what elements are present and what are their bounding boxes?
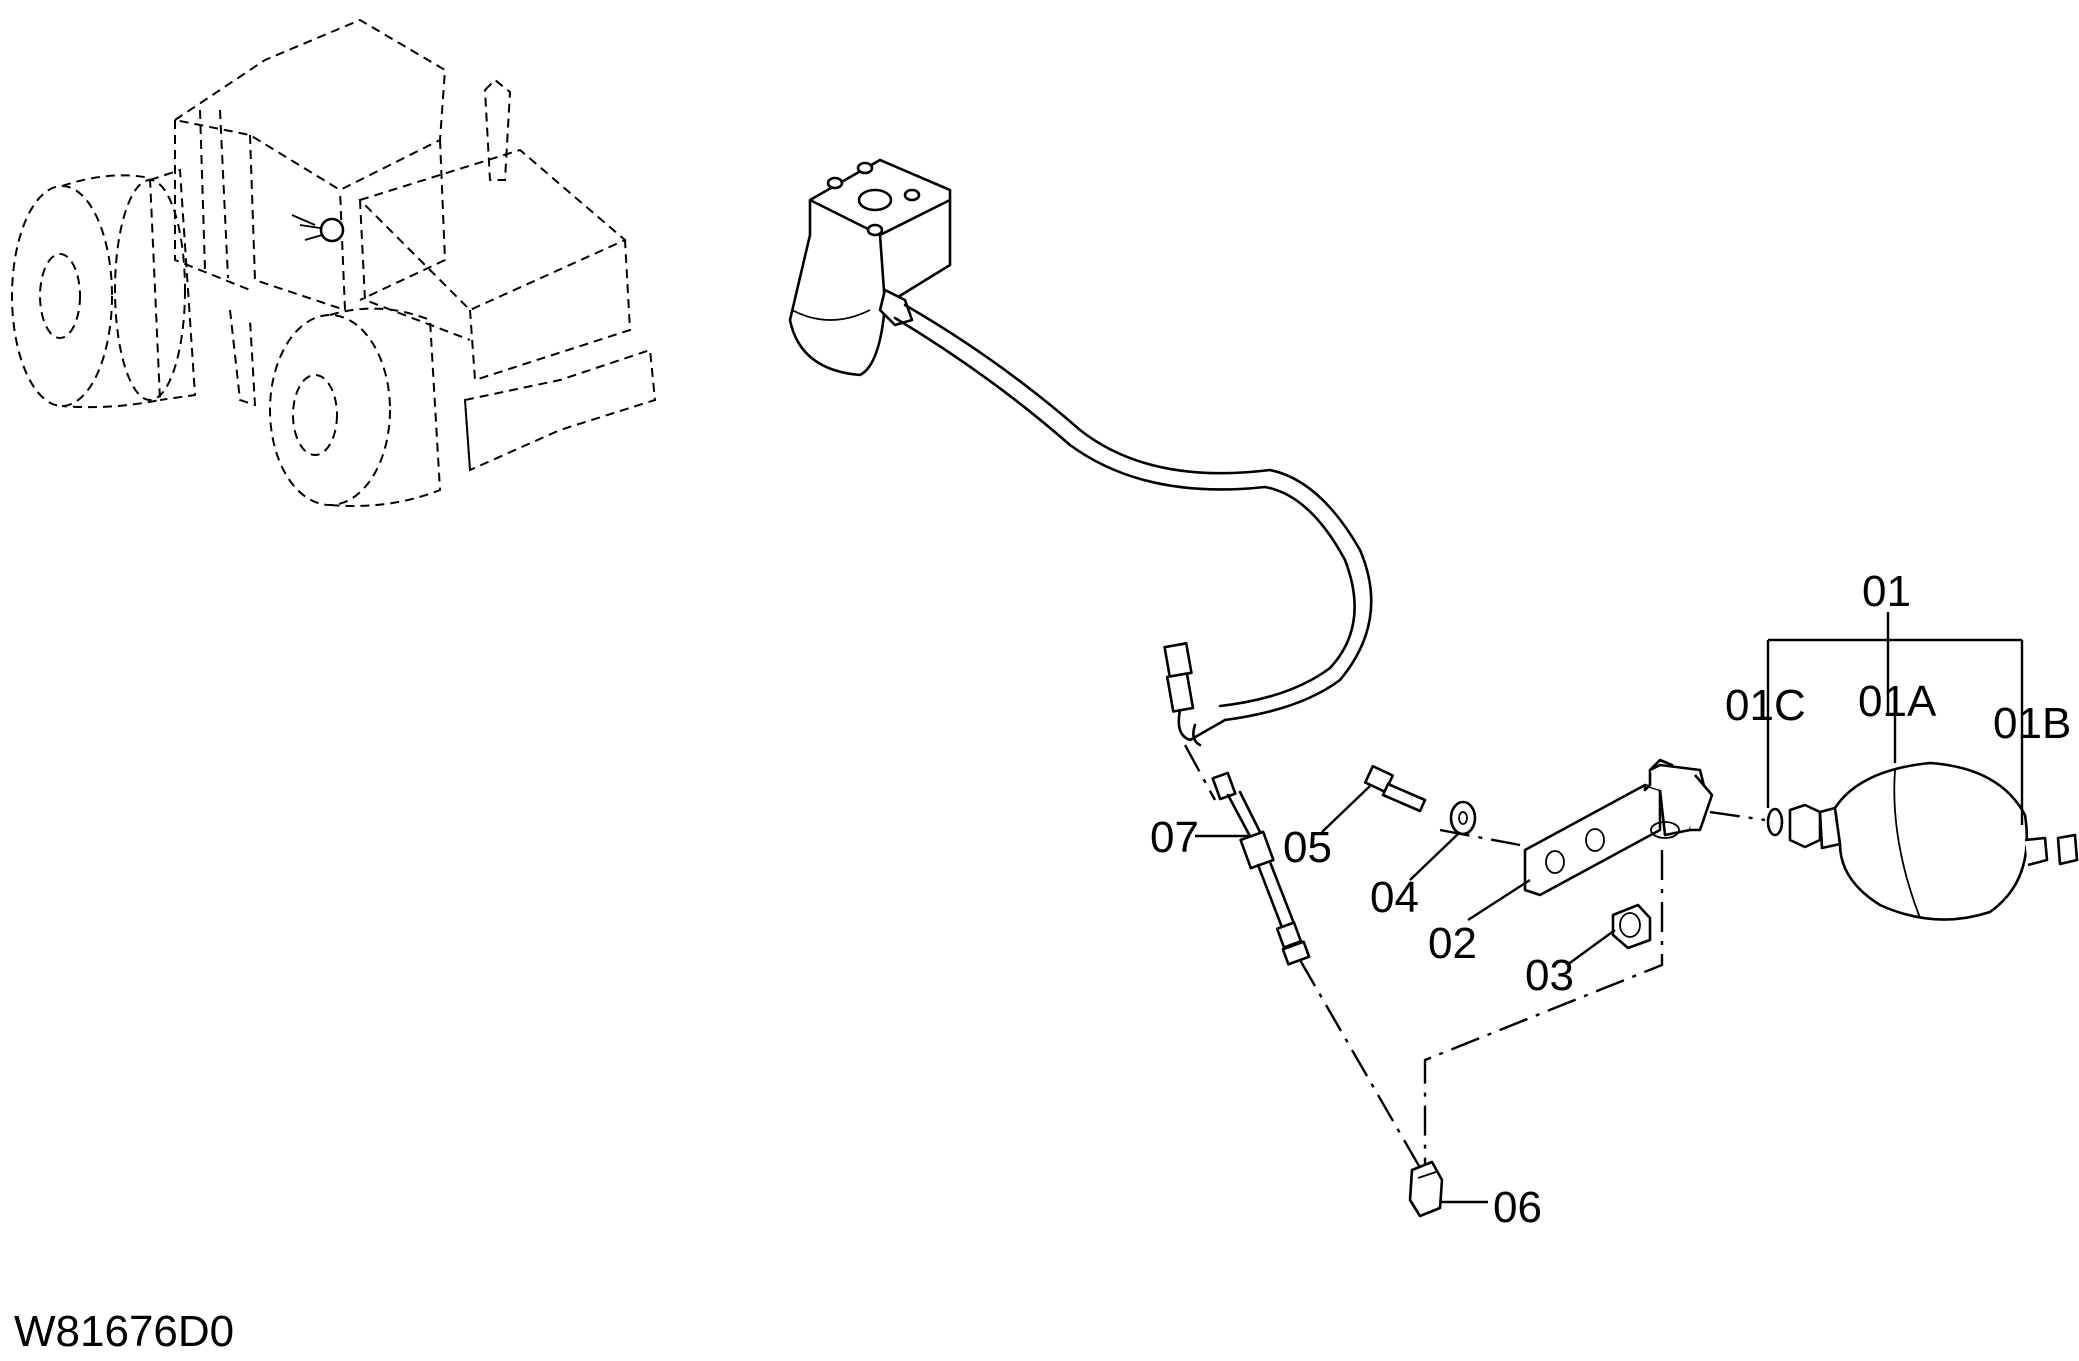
callout-07: 07 [1150,813,1199,862]
main-hose [893,303,1373,722]
machine-locator-sketch [11,18,657,507]
part-05-bolt [1363,764,1427,813]
part-04-washer [1449,800,1477,836]
part-07-hose [1211,771,1311,966]
callout-03: 03 [1525,951,1574,1000]
hose-end-fitting [1163,642,1227,747]
steering-valve [788,158,952,377]
callout-06: 06 [1493,1183,1542,1232]
part-01C-o-ring [1766,807,1784,837]
callout-01: 01 [1862,567,1911,616]
part-02-bracket [1523,758,1714,897]
callout-01C: 01C [1725,681,1806,730]
callout-labels: 01 01C 01A 01B 07 05 04 02 03 06 [1150,567,2071,1232]
part-06-fitting [1408,1160,1444,1218]
assembly-lines [1183,744,1766,1186]
callout-01A: 01A [1858,677,1937,726]
part-03-nut [1611,903,1652,950]
part-01B-cap [2056,833,2079,866]
drawing-code: W81676D0 [14,1307,234,1356]
callout-01B: 01B [1993,699,2071,748]
part-01A-accumulator [1788,761,2049,921]
callout-04: 04 [1370,873,1419,922]
leader-lines [1195,612,2024,1204]
callout-02: 02 [1428,919,1477,968]
callout-05: 05 [1283,823,1332,872]
